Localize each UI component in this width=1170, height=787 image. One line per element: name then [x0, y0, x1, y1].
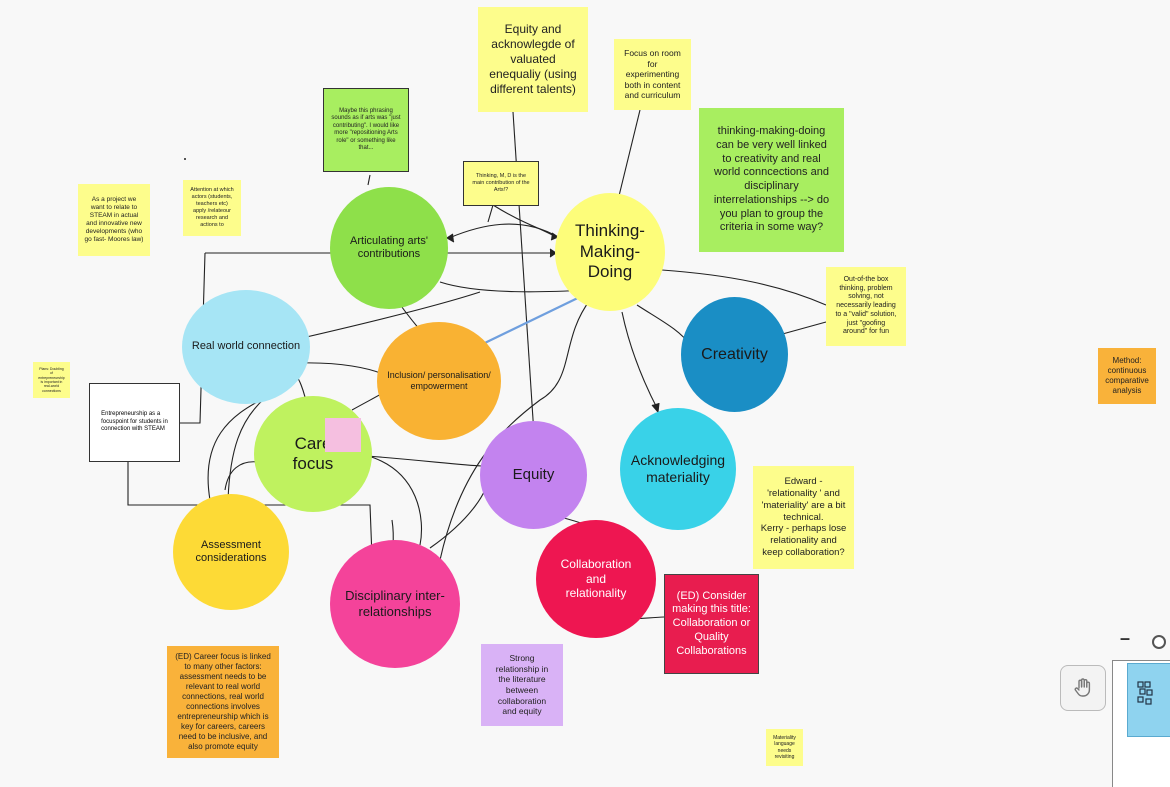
connector [367, 174, 371, 186]
circle-acknowledging-materiality[interactable]: Acknowledging materiality [620, 408, 736, 530]
sticky-note-edward-kerry[interactable]: Edward - 'relationality ' and 'materiali… [753, 466, 854, 569]
connector [364, 454, 423, 546]
circle-career-focus[interactable]: Care focus [254, 396, 372, 512]
connector [354, 454, 483, 467]
sticky-note-attention-actors[interactable]: Attention at which actors (students, tea… [183, 180, 241, 236]
hand-icon [1074, 678, 1091, 697]
connector [448, 223, 559, 239]
sticky-note-career-focus-linked[interactable]: (ED) Career focus is linked to many othe… [167, 646, 279, 758]
connector [621, 311, 659, 411]
minimap-viewport[interactable] [1127, 663, 1170, 737]
connector [487, 204, 494, 223]
minimap-icon [1137, 681, 1153, 705]
sticky-note-out-of-the-box[interactable]: Out-of-the box thinking, problem solving… [826, 267, 906, 346]
circle-articulating-arts-contributions[interactable]: Articulating arts' contributions [330, 187, 448, 309]
sticky-note-phrasing[interactable]: Maybe this phrasing sounds as if arts wa… [323, 88, 409, 172]
circle-equity[interactable]: Equity [480, 421, 587, 529]
connector [299, 362, 386, 376]
sticky-note-method[interactable]: Method: continuous comparative analysis [1098, 348, 1156, 404]
sticky-note-thinking-md-contribution[interactable]: Thinking, M, D is the main contribution … [463, 161, 539, 206]
circle-assessment-considerations[interactable]: Assessment considerations [173, 494, 289, 610]
sticky-note-plans[interactable]: Plans: Doubling of entrepreneurship is i… [33, 362, 70, 398]
connector [429, 474, 489, 549]
sticky-note-materiality-language[interactable]: Materiality language needs revisiting [766, 729, 803, 766]
circle-creativity[interactable]: Creativity [681, 297, 788, 412]
sticky-note-focus-on-room[interactable]: Focus on room for experimenting both in … [614, 39, 691, 110]
entrepreneurship-box[interactable]: Entrepreneurship as a focuspoint for stu… [89, 383, 180, 462]
circle-disciplinary-interrelationships[interactable]: Disciplinary inter- relationships [330, 540, 460, 668]
sticky-note-strong-relationship[interactable]: Strong relationship in the literature be… [481, 644, 563, 726]
circle-collaboration-and-relationality[interactable]: Collaboration and relationality [536, 520, 656, 638]
zoom-slider-handle[interactable] [1152, 635, 1166, 649]
sticky-note-consider-title[interactable]: (ED) Consider making this title: Collabo… [664, 574, 759, 674]
connector [492, 204, 557, 238]
connector [617, 109, 641, 201]
sticky-note-equity-acknowledge[interactable]: Equity and acknowlegde of valuated enequ… [478, 7, 588, 112]
pink-sticky-note[interactable] [325, 418, 361, 452]
zoom-out-button[interactable]: – [1120, 628, 1131, 648]
circle-inclusion-personalisation-empowerment[interactable]: Inclusion/ personalisation/ empowerment [377, 322, 501, 440]
minimap-panel[interactable] [1112, 660, 1170, 787]
circle-real-world-connection[interactable]: Real world connection [182, 290, 310, 404]
canvas-dot [184, 158, 186, 160]
connector [224, 461, 259, 491]
sticky-note-thinking-making-doing-linked[interactable]: thinking-making-doing can be very well l… [699, 108, 844, 252]
sticky-note-project-steam[interactable]: As a project we want to relate to STEAM … [78, 184, 150, 256]
zoom-control[interactable]: – [1110, 628, 1170, 650]
hand-tool-button[interactable] [1060, 665, 1106, 711]
circle-thinking-making-doing[interactable]: Thinking- Making- Doing [555, 193, 665, 311]
